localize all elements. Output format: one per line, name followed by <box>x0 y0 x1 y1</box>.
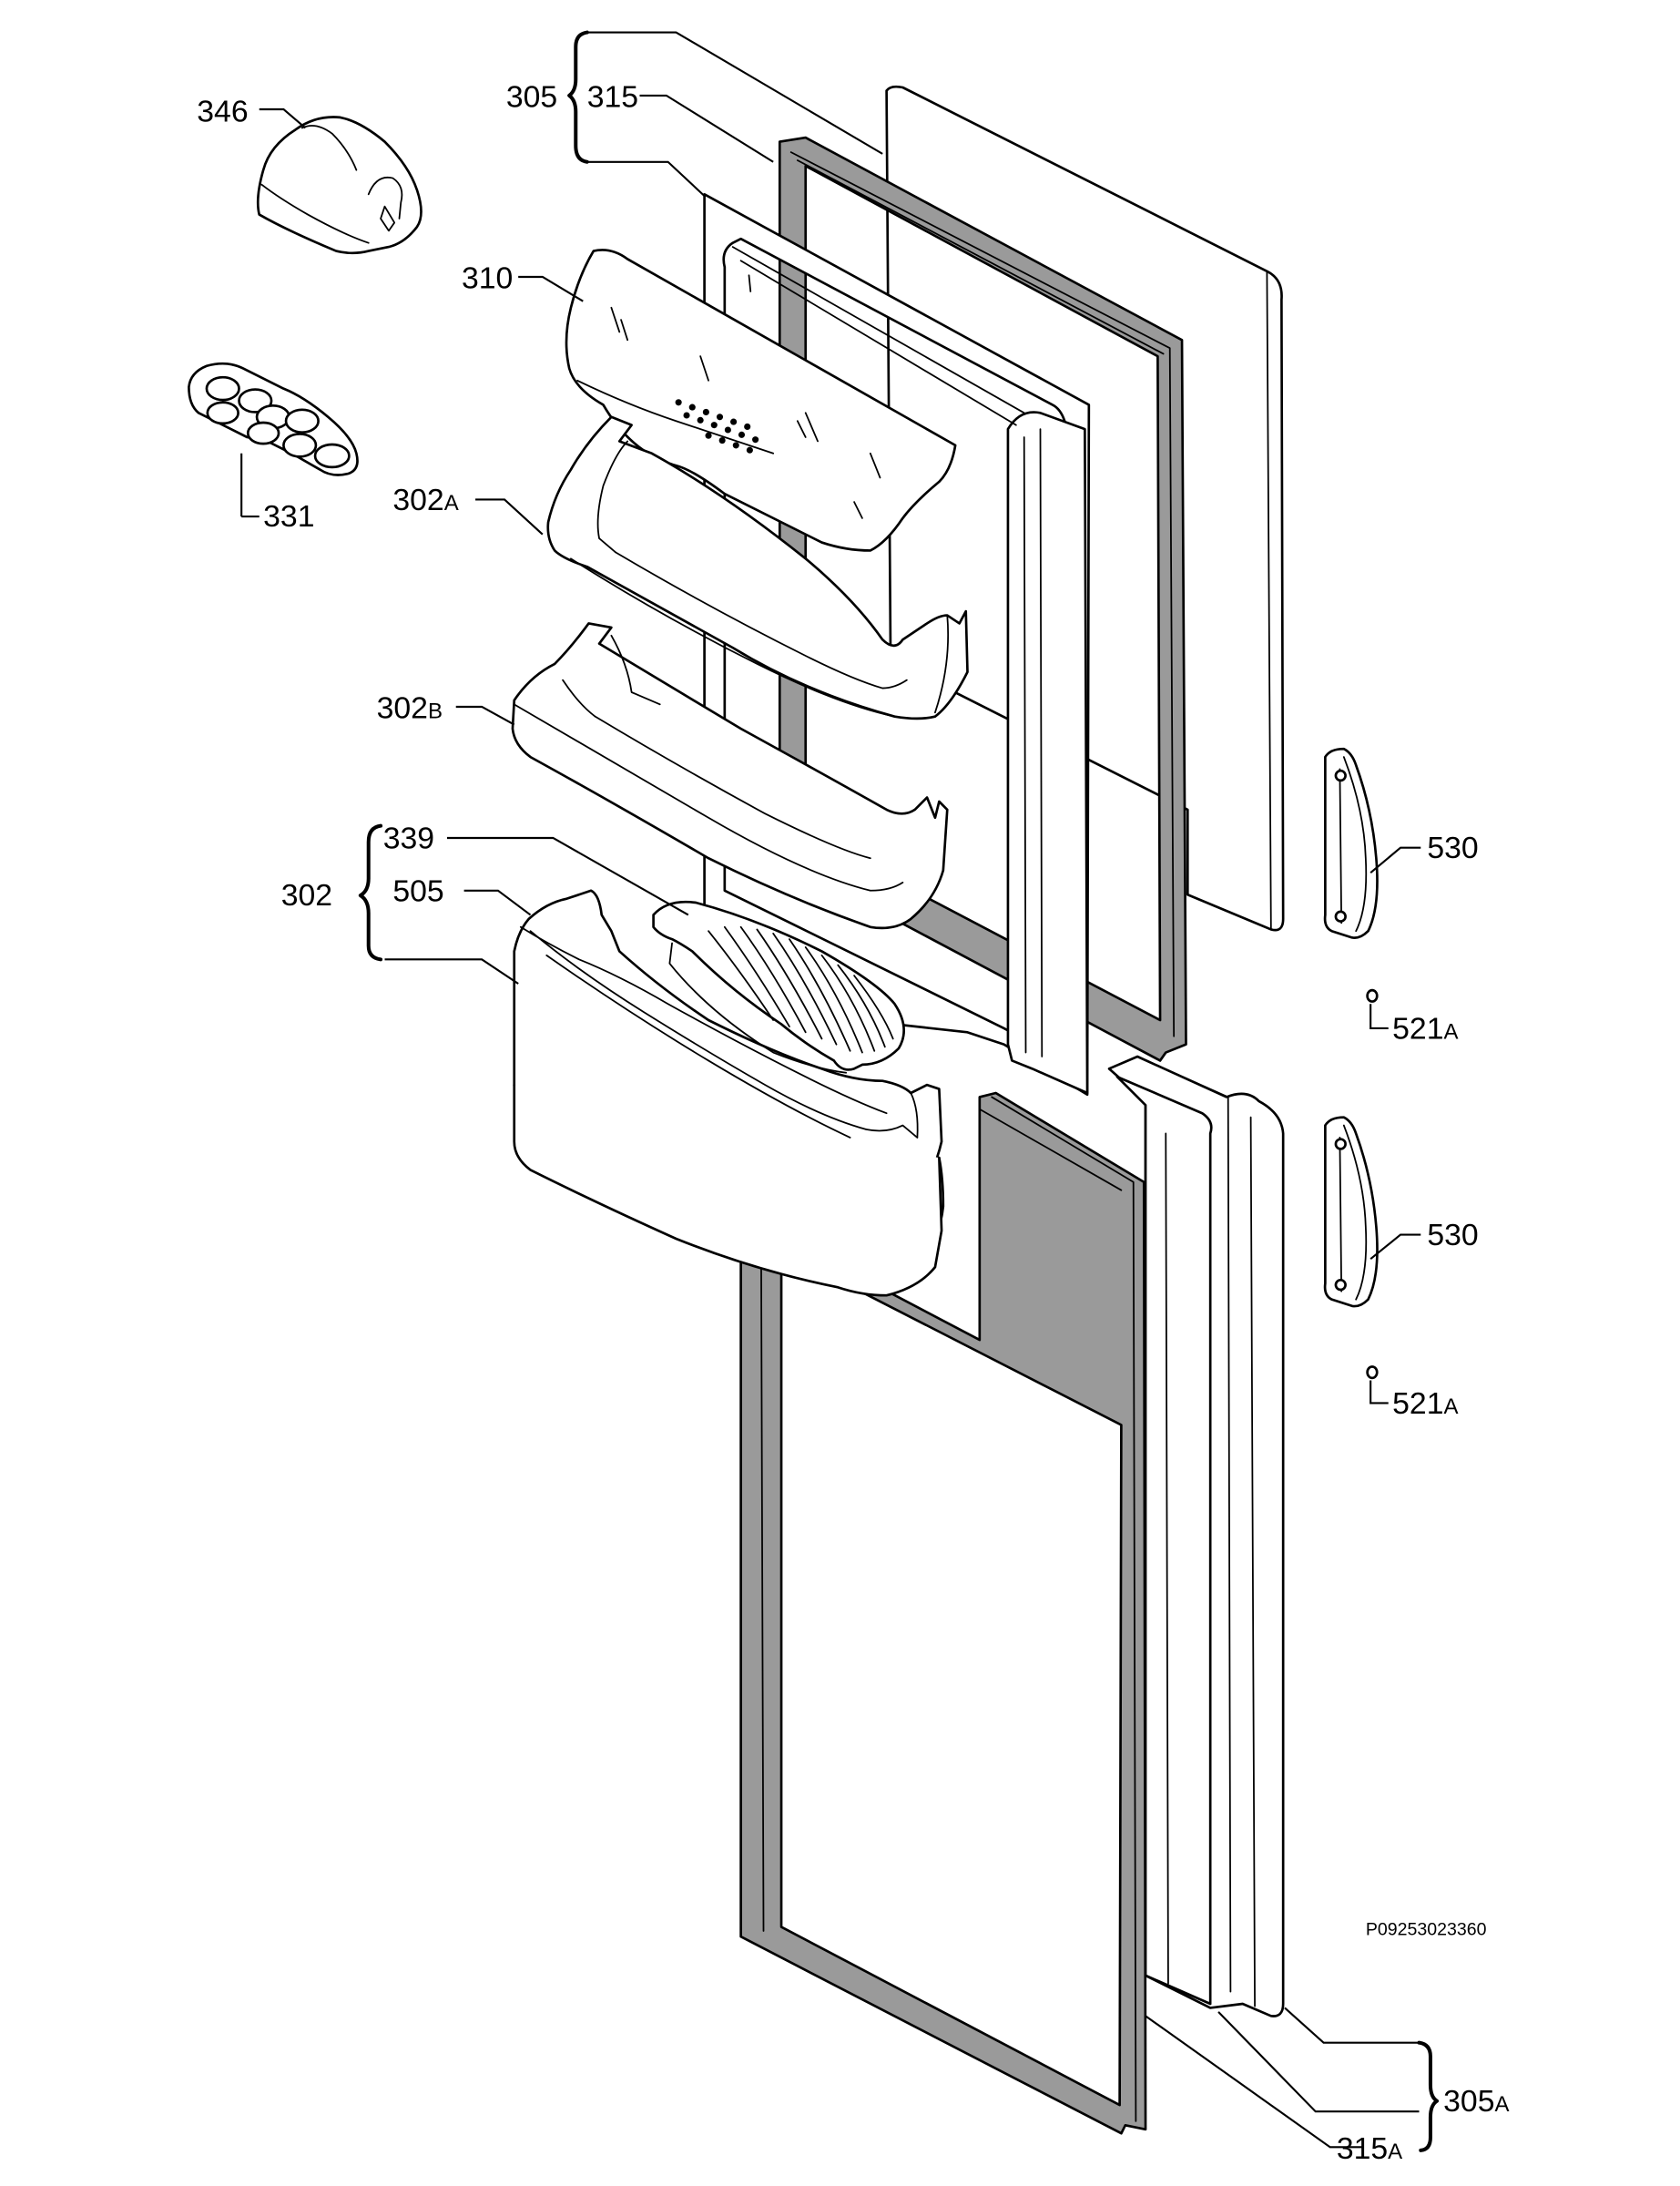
label-315: 315 <box>587 79 638 114</box>
egg-tray <box>188 362 359 476</box>
part-labels: 346 331 305 315 310 302A 302B 302 339 50… <box>197 79 1509 2165</box>
door-shelf-b <box>511 622 949 930</box>
label-302a: 302A <box>392 483 458 517</box>
lid-vent-holes <box>675 399 759 454</box>
egg-tray-cover <box>256 116 423 255</box>
label-521a-upper: 521A <box>1392 1011 1458 1046</box>
label-310: 310 <box>462 260 513 295</box>
label-302: 302 <box>281 878 332 913</box>
handle-screw-cover-lower <box>1366 1365 1379 1380</box>
label-305: 305 <box>506 79 557 114</box>
reference-code: P09253023360 <box>1366 1919 1487 1939</box>
label-505: 505 <box>392 873 443 908</box>
leader-lines <box>240 31 1421 2149</box>
bottle-shelf-front <box>513 1083 945 1297</box>
label-521a-lower: 521A <box>1392 1386 1458 1421</box>
door-shelf-a <box>546 415 969 720</box>
door-handle-upper <box>1323 747 1379 939</box>
egg-cups <box>205 375 351 469</box>
upper-inner-door-liner <box>703 192 1091 1097</box>
label-530-upper: 530 <box>1427 831 1478 865</box>
handle-screw-cover-upper <box>1366 988 1379 1003</box>
door-handle-lower <box>1323 1116 1379 1308</box>
label-305a: 305A <box>1443 2084 1509 2119</box>
label-315a: 315A <box>1337 2131 1402 2166</box>
label-346: 346 <box>197 94 248 128</box>
label-530-lower: 530 <box>1427 1218 1478 1252</box>
label-302b: 302B <box>377 690 443 725</box>
label-339: 339 <box>383 822 434 856</box>
lower-door-panel <box>1107 1055 1285 2017</box>
dairy-compartment-lid <box>565 249 957 552</box>
bottle-retainer <box>652 900 905 1074</box>
label-331: 331 <box>263 499 314 534</box>
braces <box>358 30 1440 2152</box>
